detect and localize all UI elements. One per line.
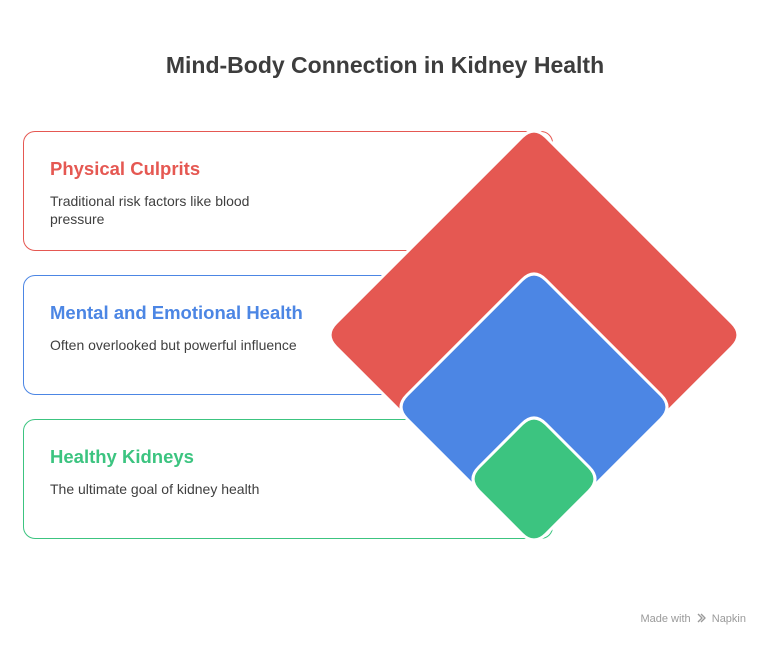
diamond-small [471, 416, 597, 542]
card-title: Healthy Kidneys [50, 446, 194, 467]
page-title: Mind-Body Connection in Kidney Health [165, 52, 605, 78]
card-description: Traditional risk factors like blood pres… [50, 193, 250, 227]
made-with-label: Made with [640, 613, 691, 625]
brand-label: Napkin [711, 613, 746, 625]
card-healthy-kidneys: Healthy Kidneys The ultimate goal of kid… [23, 419, 553, 539]
napkin-logo-icon [697, 613, 706, 623]
card-physical-culprits: Physical Culprits Traditional risk facto… [23, 131, 553, 251]
card-description: Often overlooked but powerful influence [50, 337, 297, 353]
card-description: The ultimate goal of kidney health [50, 481, 260, 497]
footer-attribution: Made with Napkin [640, 613, 746, 625]
card-title: Physical Culprits [50, 158, 201, 179]
card-title: Mental and Emotional Health [50, 302, 303, 323]
